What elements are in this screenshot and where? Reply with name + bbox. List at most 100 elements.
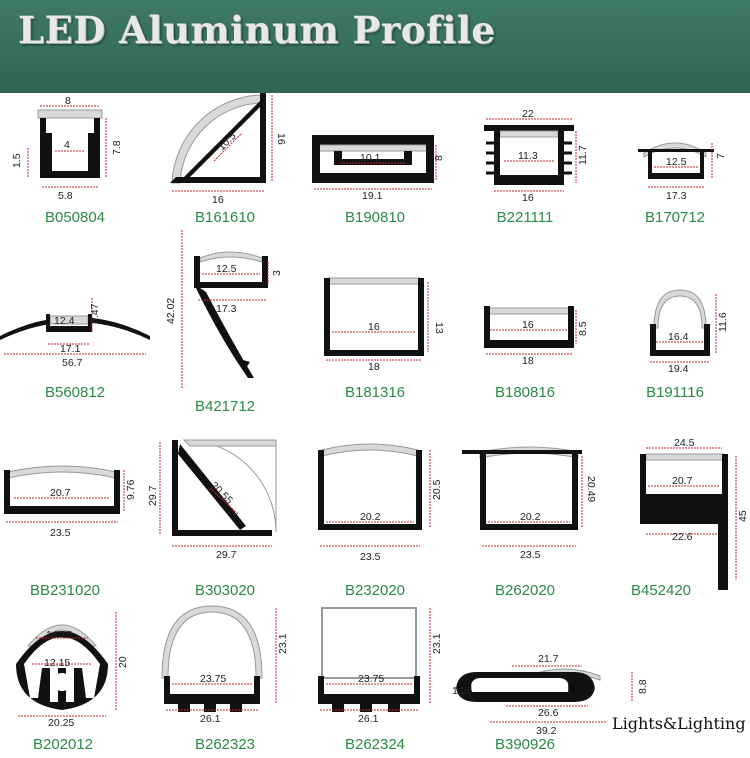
profile-drawing: 20.2 23.5 20.49 xyxy=(462,446,597,561)
profile-card: 14.15 12.15 20.25 20 B202012 xyxy=(0,598,150,753)
model-label: B303020 xyxy=(194,582,256,599)
dim-label: 17.1 xyxy=(60,343,81,355)
profile-drawing: 14.15 12.15 20.25 20 xyxy=(16,612,129,729)
model-label: B180816 xyxy=(494,384,556,401)
profile-card: 21.7 26.6 39.2 8.8 1.26 B390926 xyxy=(450,598,649,753)
dim-label: 16 xyxy=(212,194,224,206)
dim-label: 29.7 xyxy=(147,485,159,506)
dim-label: 10.5 xyxy=(216,130,239,153)
profile-card: 12.4 17.1 56.7 8.47 B560812 xyxy=(0,228,150,401)
dim-label: 23.1 xyxy=(277,633,289,654)
dim-label: 45 xyxy=(737,510,749,522)
dim-label: 12.15 xyxy=(44,657,70,669)
model-label: BB231020 xyxy=(29,582,101,599)
dim-label: 39.2 xyxy=(536,725,557,737)
model-label: B050804 xyxy=(44,209,106,226)
dim-label: 12.5 xyxy=(216,263,237,275)
dim-label: 8.5 xyxy=(577,321,589,336)
profile-card: 12.5 17.3 7 B170712 xyxy=(600,93,750,243)
profile-drawing: 16 18 13 xyxy=(324,277,445,373)
dim-label: 22.6 xyxy=(672,531,693,543)
profile-card: 20.7 23.5 9.76 BB231020 xyxy=(0,430,150,599)
dim-label: 42.02 xyxy=(165,298,177,324)
profile-card: 20.55 29.7 29.7 B303020 xyxy=(147,430,300,599)
dim-label: 20.49 xyxy=(585,476,597,502)
dim-label: 14.15 xyxy=(46,629,72,641)
dim-label: 20.5 xyxy=(431,479,443,500)
dim-label: 20.7 xyxy=(672,475,693,487)
profile-card: 23.75 26.1 23.1 B262323 xyxy=(150,598,300,753)
profile-card: 10.1 19.1 8 B190810 xyxy=(300,93,450,243)
dim-label: 18 xyxy=(368,361,380,373)
model-label: B181316 xyxy=(344,384,406,401)
dim-label: 1.5 xyxy=(11,153,23,168)
dim-label: 18 xyxy=(522,355,534,367)
profile-drawing: 12.5 17.3 3 42.02 xyxy=(165,230,283,388)
dim-label: 12.5 xyxy=(666,156,687,168)
profile-card: 10.5 16 16 B161610 xyxy=(150,93,300,243)
model-label: B232020 xyxy=(344,582,406,599)
profile-drawing: 21.7 26.6 39.2 8.8 1.26 xyxy=(452,653,649,737)
dim-label: 7 xyxy=(715,153,727,159)
dim-label: 23.75 xyxy=(358,673,384,685)
dim-label: 11.6 xyxy=(717,312,729,332)
dim-label: 3 xyxy=(271,270,283,276)
dim-label: 19.4 xyxy=(668,363,689,375)
profile-drawing: 20.2 23.5 20.5 xyxy=(318,443,443,563)
dim-label: 23.5 xyxy=(50,527,71,539)
model-label: B262324 xyxy=(344,736,406,753)
profile-drawing: 24.5 20.7 22.6 45 xyxy=(640,437,749,590)
profile-card: 22 11.3 16 11.7 B221111 xyxy=(450,93,600,243)
profile-drawing: 12.4 17.1 56.7 8.47 xyxy=(0,298,150,369)
profile-card: 16 18 13 B181316 xyxy=(300,228,450,401)
profile-drawing: 12.5 17.3 7 xyxy=(638,142,727,202)
page-title: LED Aluminum Profile xyxy=(18,8,496,52)
dim-label: 1.26 xyxy=(452,685,473,697)
model-label: B191116 xyxy=(646,384,704,401)
model-label: B262323 xyxy=(194,736,256,753)
model-label: B421712 xyxy=(194,398,256,415)
dim-label: 8.47 xyxy=(89,303,101,324)
model-label: B262020 xyxy=(494,582,556,599)
dim-label: 20.25 xyxy=(48,717,74,729)
profile-drawing: 8 4 5.8 7.8 1.5 xyxy=(11,95,123,202)
dim-label: 11.7 xyxy=(577,145,589,165)
model-label: B390926 xyxy=(494,736,556,753)
profile-drawing: 20.55 29.7 29.7 xyxy=(147,439,277,561)
dim-label: 29.7 xyxy=(216,549,237,561)
dim-label: 4 xyxy=(64,139,70,151)
profile-card: 12.5 17.3 3 42.02 B421712 xyxy=(150,228,300,415)
dim-label: 16 xyxy=(522,192,534,204)
model-label: B202012 xyxy=(32,736,94,753)
profile-card: 20.2 23.5 20.5 B232020 xyxy=(300,430,450,599)
dim-label: 13 xyxy=(433,322,445,334)
profile-drawing: 16 18 8.5 xyxy=(484,306,589,367)
dim-label: 17.3 xyxy=(216,303,237,315)
header-banner: LED Aluminum Profile xyxy=(0,0,750,93)
dim-label: 23.75 xyxy=(200,673,226,685)
model-label: B170712 xyxy=(644,209,706,226)
profile-card: 20.2 23.5 20.49 B262020 xyxy=(450,430,600,599)
profile-card: 16 18 8.5 B180816 xyxy=(450,228,600,401)
model-label: B221111 xyxy=(496,209,554,226)
model-label: B190810 xyxy=(344,209,406,226)
dim-label: 16 xyxy=(368,321,380,333)
profile-drawing: 22 11.3 16 11.7 xyxy=(484,108,589,204)
dim-label: 22 xyxy=(522,108,534,120)
dim-label: 26.6 xyxy=(538,707,559,719)
dim-label: 7.8 xyxy=(111,140,123,155)
profile-card: 24.5 20.7 22.6 45 B452420 xyxy=(600,430,750,599)
dim-label: 20.7 xyxy=(50,487,71,499)
profile-drawing: 16.4 19.4 11.6 xyxy=(650,289,729,375)
dim-label: 23.5 xyxy=(520,549,541,561)
dim-label: 8.8 xyxy=(637,679,649,694)
dim-label: 16 xyxy=(522,319,534,331)
dim-label: 21.7 xyxy=(538,653,559,665)
dim-label: 56.7 xyxy=(62,357,83,369)
profile-card: 23.75 26.1 23.1 B262324 xyxy=(300,598,450,753)
dim-label: 26.1 xyxy=(200,713,221,725)
profile-drawing: 10.5 16 16 xyxy=(170,93,287,206)
profile-drawing: 23.75 26.1 23.1 xyxy=(318,607,443,725)
profile-card: 8 4 5.8 7.8 1.5 B050804 xyxy=(0,93,150,243)
dim-label: 5.8 xyxy=(58,190,73,202)
